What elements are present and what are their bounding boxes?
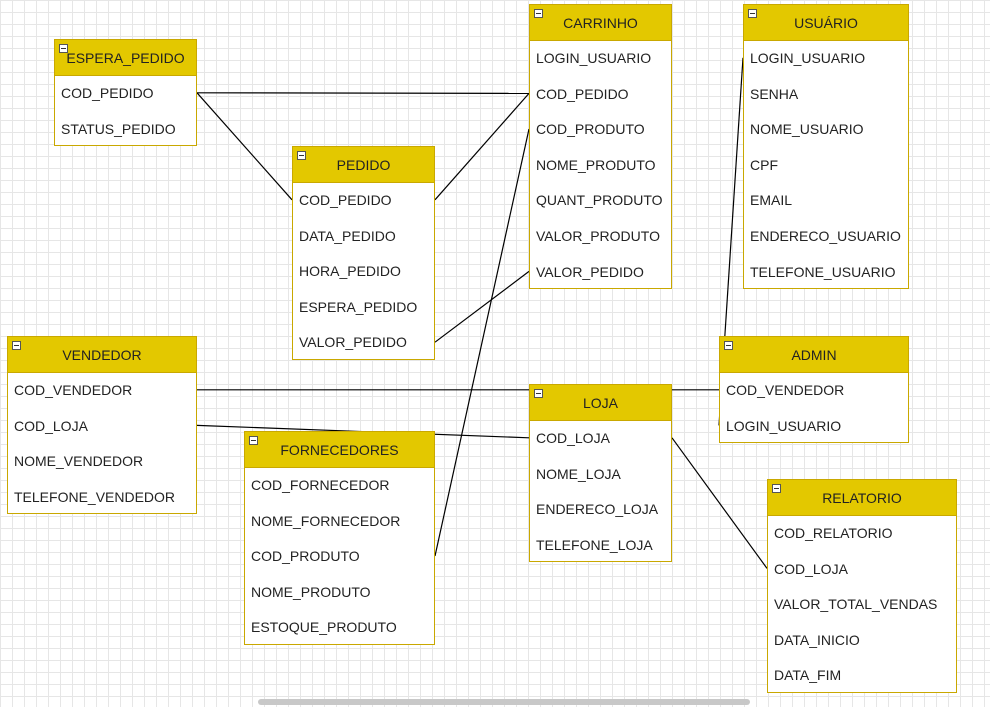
entity-title: VENDEDOR [62, 346, 142, 363]
field-carrinho-cod-produto[interactable]: COD_PRODUTO [536, 121, 645, 138]
entity-admin[interactable]: ADMIN COD_VENDEDOR LOGIN_USUARIO [719, 336, 909, 443]
entity-fields: COD_VENDEDOR COD_LOJA NOME_VENDEDOR TELEFON… [8, 373, 196, 515]
entity-loja[interactable]: LOJA COD_LOJA NOME_LOJA ENDERECO_LOJA TELEFO… [529, 384, 672, 562]
collapse-icon[interactable] [748, 9, 757, 18]
entity-header[interactable]: USUÁRIO [744, 5, 908, 41]
field-vendedor-cod-vendedor[interactable]: COD_VENDEDOR [14, 382, 133, 398]
collapse-icon[interactable] [59, 44, 68, 53]
entity-title: PEDIDO [336, 156, 391, 173]
entity-header[interactable]: PEDIDO [293, 147, 434, 183]
field-relatorio-valor-total-vendas[interactable]: VALOR_TOTAL_VENDAS [774, 596, 938, 613]
field-usuario-endereco-usuario[interactable]: ENDERECO_USUARIO [750, 227, 901, 244]
relationship-line-5[interactable] [434, 128, 530, 557]
horizontal-scrollbar[interactable] [258, 699, 750, 705]
entity-fields: COD_FORNECEDOR NOME_FORNECEDOR COD_PRODUTO… [245, 468, 434, 646]
entity-title: ADMIN [791, 346, 837, 363]
entity-title: FORNECEDORES [280, 441, 399, 458]
field-carrinho-nome-produto[interactable]: NOME_PRODUTO [536, 156, 656, 173]
entity-header[interactable]: LOJA [530, 385, 671, 421]
field-vendedor-telefone-vendedor[interactable]: TELEFONE_VENDEDOR [14, 488, 176, 505]
entity-title: RELATORIO [822, 489, 902, 506]
entity-relatorio[interactable]: RELATORIO COD_RELATORIO COD_LOJA VALOR_TOTA… [767, 479, 957, 693]
collapse-icon[interactable] [534, 389, 543, 398]
relationship-line-1[interactable] [196, 92, 530, 95]
collapse-icon[interactable] [12, 341, 21, 350]
field-usuario-senha[interactable]: SENHA [750, 85, 799, 102]
field-pedido-data-pedido[interactable]: DATA_PEDIDO [299, 227, 396, 244]
entity-title: USUÁRIO [794, 14, 858, 31]
entity-fields: COD_LOJA NOME_LOJA ENDERECO_LOJA TELEFONE_L… [530, 421, 671, 563]
field-loja-nome-loja[interactable]: NOME_LOJA [536, 465, 621, 482]
entity-fields: COD_PEDIDO STATUS_PEDIDO [55, 76, 196, 147]
entity-fornecedores[interactable]: FORNECEDORES COD_FORNECEDOR NOME_FORNECEDO… [244, 431, 435, 645]
field-pedido-valor-pedido[interactable]: VALOR_PEDIDO [299, 334, 407, 351]
entity-header[interactable]: VENDEDOR [8, 337, 196, 373]
entity-fields: LOGIN_USUARIO SENHA NOME_USUARIO CPF EMAIL EN… [744, 41, 908, 290]
entity-carrinho[interactable]: CARRINHO LOGIN_USUARIO COD_PEDIDO COD_PRODU… [529, 4, 672, 289]
entity-fields: COD_RELATORIO COD_LOJA VALOR_TOTAL_VENDAS D… [768, 516, 956, 694]
collapse-icon[interactable] [724, 341, 733, 350]
entity-header[interactable]: ADMIN [720, 337, 908, 373]
field-vendedor-cod-loja[interactable]: COD_LOJA [14, 417, 88, 434]
field-relatorio-cod-relatorio[interactable]: COD_RELATORIO [774, 525, 893, 541]
entity-fields: COD_PEDIDO DATA_PEDIDO HORA_PEDIDO ESPERA_P… [293, 183, 434, 361]
relationship-line-9[interactable] [671, 437, 768, 569]
field-loja-endereco-loja[interactable]: ENDERECO_LOJA [536, 501, 659, 518]
entity-header[interactable]: FORNECEDORES [245, 432, 434, 468]
field-pedido-espera-pedido[interactable]: ESPERA_PEDIDO [299, 298, 418, 315]
field-fornecedores-nome-fornecedor[interactable]: NOME_FORNECEDOR [251, 512, 401, 529]
field-fornecedores-cod-produto[interactable]: COD_PRODUTO [251, 548, 360, 565]
field-admin-cod-vendedor[interactable]: COD_VENDEDOR [726, 382, 845, 398]
field-relatorio-data-fim[interactable]: DATA_FIM [774, 667, 842, 684]
field-vendedor-nome-vendedor[interactable]: NOME_VENDEDOR [14, 453, 144, 470]
field-usuario-telefone-usuario[interactable]: TELEFONE_USUARIO [750, 263, 896, 280]
relationship-line-4[interactable] [434, 270, 530, 343]
field-usuario-nome-usuario[interactable]: NOME_USUARIO [750, 121, 864, 138]
collapse-icon[interactable] [534, 9, 543, 18]
entity-header[interactable]: CARRINHO [530, 5, 671, 41]
collapse-icon[interactable] [297, 151, 306, 160]
field-carrinho-valor-produto[interactable]: VALOR_PRODUTO [536, 227, 660, 244]
field-fornecedores-cod-fornecedor[interactable]: COD_FORNECEDOR [251, 477, 390, 493]
field-relatorio-cod-loja[interactable]: COD_LOJA [774, 560, 848, 577]
relationship-line-3[interactable] [434, 93, 530, 201]
entity-usuario[interactable]: USUÁRIO LOGIN_USUARIO SENHA NOME_USUARIO CPF… [743, 4, 909, 289]
field-fornecedores-estoque-produto[interactable]: ESTOQUE_PRODUTO [251, 619, 397, 636]
field-carrinho-login-usuario[interactable]: LOGIN_USUARIO [536, 50, 652, 66]
entity-title: LOJA [582, 394, 618, 411]
field-usuario-cpf[interactable]: CPF [750, 156, 778, 173]
field-usuario-login-usuario[interactable]: LOGIN_USUARIO [750, 50, 866, 66]
entity-vendedor[interactable]: VENDEDOR COD_VENDEDOR COD_LOJA NOME_VENDEDO… [7, 336, 197, 514]
entity-fields: COD_VENDEDOR LOGIN_USUARIO [720, 373, 908, 444]
relationship-line-2[interactable] [196, 92, 293, 201]
entity-title: ESPERA_PEDIDO [66, 49, 185, 66]
entity-title: CARRINHO [563, 14, 638, 31]
collapse-icon[interactable] [249, 436, 258, 445]
field-carrinho-valor-pedido[interactable]: VALOR_PEDIDO [536, 263, 644, 280]
entity-header[interactable]: RELATORIO [768, 480, 956, 516]
entity-espera-pedido[interactable]: ESPERA_PEDIDO COD_PEDIDO STATUS_PEDIDO [54, 39, 197, 146]
field-carrinho-quant-produto[interactable]: QUANT_PRODUTO [536, 192, 663, 209]
field-relatorio-data-inicio[interactable]: DATA_INICIO [774, 631, 860, 648]
field-espera-pedido-cod-pedido[interactable]: COD_PEDIDO [61, 85, 154, 101]
field-loja-telefone-loja[interactable]: TELEFONE_LOJA [536, 536, 653, 553]
field-fornecedores-nome-produto[interactable]: NOME_PRODUTO [251, 583, 371, 600]
field-usuario-email[interactable]: EMAIL [750, 192, 793, 209]
entity-fields: LOGIN_USUARIO COD_PEDIDO COD_PRODUTO NOME_P… [530, 41, 671, 290]
collapse-icon[interactable] [772, 484, 781, 493]
field-pedido-cod-pedido[interactable]: COD_PEDIDO [299, 192, 392, 208]
field-espera-pedido-status-pedido[interactable]: STATUS_PEDIDO [61, 120, 176, 137]
entity-header[interactable]: ESPERA_PEDIDO [55, 40, 196, 76]
entity-pedido[interactable]: PEDIDO COD_PEDIDO DATA_PEDIDO HORA_PEDIDO ES… [292, 146, 435, 360]
field-pedido-hora-pedido[interactable]: HORA_PEDIDO [299, 263, 401, 280]
field-loja-cod-loja[interactable]: COD_LOJA [536, 430, 610, 446]
field-carrinho-cod-pedido[interactable]: COD_PEDIDO [536, 85, 629, 102]
field-admin-login-usuario[interactable]: LOGIN_USUARIO [726, 417, 842, 434]
